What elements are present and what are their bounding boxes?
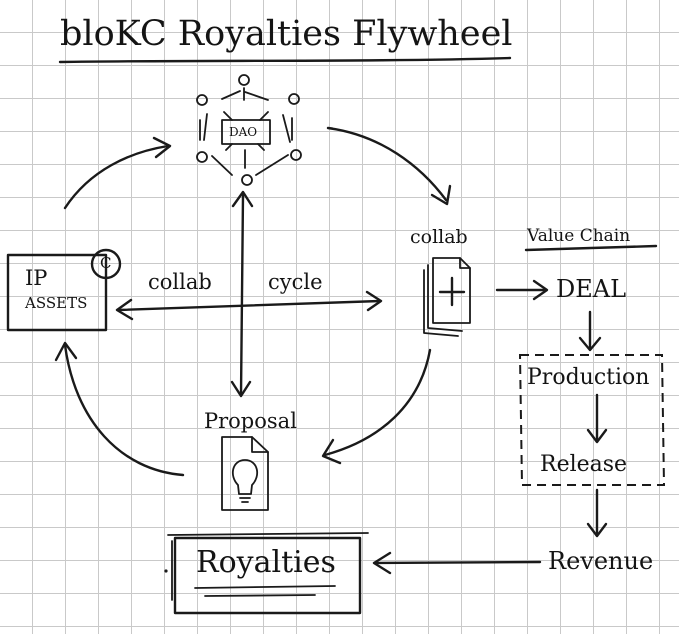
arrow-ip-to-dao [63,144,170,210]
royalties-underline [194,585,336,597]
document-lightbulb-icon [221,436,269,511]
ip-assets-line2: ASSETS [25,294,88,312]
arrowhead [532,279,549,301]
arrowhead [152,136,172,159]
production-dashed-box [518,354,666,486]
proposal-label: Proposal [204,409,297,433]
arrowheads [115,290,383,321]
axis-horizontal [116,299,382,312]
arrow-revenue-to-royalties [373,560,542,565]
dao-label: DAO [229,125,258,139]
arrow-proposal-to-ip [63,343,185,477]
arrowhead [430,184,452,206]
value-chain-underline [524,244,658,252]
arrow-collab-to-proposal [323,348,432,457]
copyright-badge [90,248,122,280]
value-chain-step-production: Production [527,365,650,390]
collab-label: collab [410,226,468,248]
arrowheads [230,190,254,398]
royalties-box-outer [173,536,362,615]
arrowhead [372,551,392,575]
ip-assets-line1: IP [25,266,48,290]
royalties-label: Royalties [196,545,336,580]
center-label-left: collab [148,270,212,294]
arrowhead [586,428,608,444]
center-label-right: cycle [268,270,323,294]
royalties-box-sketch [167,532,369,601]
document-stack-plus-icon [423,257,471,337]
ip-assets-box [6,253,108,332]
value-chain-step-release: Release [540,452,628,477]
value-chain-heading: Value Chain [527,226,631,246]
arrowhead [54,341,78,362]
arrowhead [586,522,608,538]
arrow-dao-to-collab [326,126,448,202]
value-chain-step-revenue: Revenue [548,547,654,575]
copyright-badge-label: C [100,254,112,272]
title-underline [58,56,512,64]
page-title: bloKC Royalties Flywheel [60,14,513,54]
axis-vertical [239,193,245,397]
network-icon [196,74,302,186]
arrowhead [578,336,602,352]
ink-dot [164,569,168,573]
arrowhead [321,438,342,465]
value-chain-step-deal: DEAL [556,275,627,303]
